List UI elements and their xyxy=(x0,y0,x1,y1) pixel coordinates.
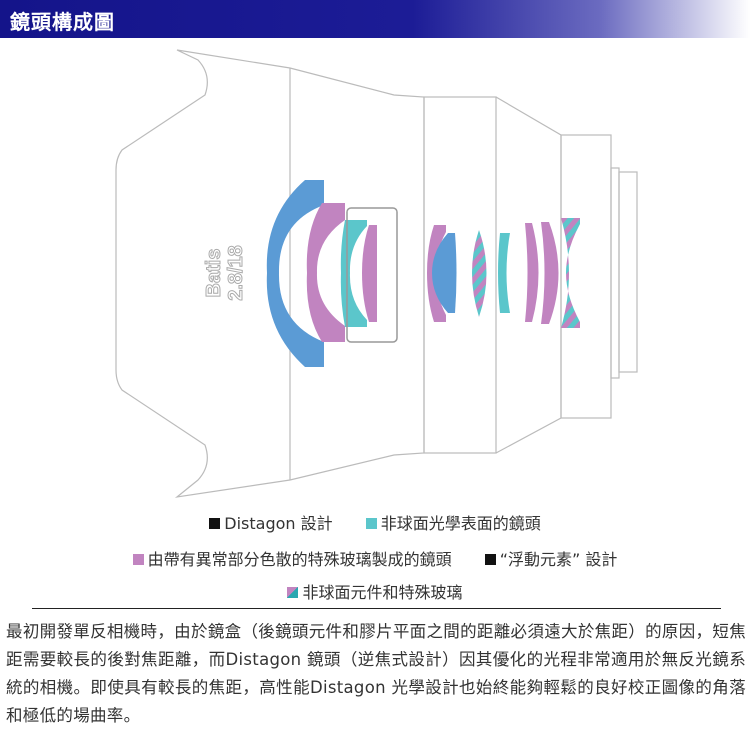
description-paragraph: 最初開發單反相機時，由於鏡盒（後鏡頭元件和膠片平面之間的距離必須遠大於焦距）的原… xyxy=(6,622,746,725)
black-square-icon xyxy=(484,554,496,565)
lens-model-name: Batis xyxy=(203,249,225,298)
legend-item-distagon: Distagon 設計 xyxy=(209,510,333,534)
legend-item-aspherical: 非球面光學表面的鏡頭 xyxy=(365,510,541,534)
section-header: 鏡頭構成圖 xyxy=(0,0,750,38)
lens-element-2-purple xyxy=(306,203,345,342)
lens-element-7-striped xyxy=(472,230,487,317)
lens-element-5-purple xyxy=(427,225,446,322)
purple-square-icon xyxy=(132,554,144,565)
floating-element-group-box xyxy=(346,207,398,343)
lens-mount xyxy=(610,167,620,379)
legend-row-1: Distagon 設計 非球面光學表面的鏡頭 xyxy=(0,510,750,534)
legend-label: 非球面元件和特殊玻璃 xyxy=(302,583,463,602)
legend-row-3: 非球面元件和特殊玻璃 xyxy=(0,579,750,603)
divider xyxy=(32,608,721,609)
legend-item-aspherical-special-glass: 非球面元件和特殊玻璃 xyxy=(287,579,463,603)
focus-ring xyxy=(423,96,497,454)
lens-element-9-purple xyxy=(525,223,539,322)
lens-label: Batis 2.8/18 xyxy=(203,245,248,302)
lens-model-spec: 2.8/18 xyxy=(225,245,247,301)
legend-label: 由帶有異常部分色散的特殊玻璃製成的鏡頭 xyxy=(147,550,452,569)
section-title: 鏡頭構成圖 xyxy=(10,10,115,34)
teal-square-icon xyxy=(365,518,377,529)
black-square-icon xyxy=(209,518,221,529)
lens-hood-outline xyxy=(115,49,425,498)
lens-element-8-teal xyxy=(498,233,510,313)
lens-element-11-striped xyxy=(561,218,580,328)
legend-row-2: 由帶有異常部分色散的特殊玻璃製成的鏡頭 “浮動元素” 設計 xyxy=(0,546,750,570)
mount-flange xyxy=(618,171,638,373)
legend-label: Distagon 設計 xyxy=(224,514,333,533)
legend-item-floating-element: “浮動元素” 設計 xyxy=(484,546,618,570)
lens-element-1-blue xyxy=(266,180,324,367)
lens-construction-diagram: Batis 2.8/18 xyxy=(115,49,638,498)
legend-label: 非球面光學表面的鏡頭 xyxy=(380,514,541,533)
split-square-icon xyxy=(287,587,299,598)
lens-element-10-purple xyxy=(541,222,559,324)
legend-item-special-glass: 由帶有異常部分色散的特殊玻璃製成的鏡頭 xyxy=(132,546,452,570)
lens-element-4-purple xyxy=(362,225,377,322)
legend-label: “浮動元素” 設計 xyxy=(499,550,618,569)
lens-element-6-blue xyxy=(432,233,457,313)
